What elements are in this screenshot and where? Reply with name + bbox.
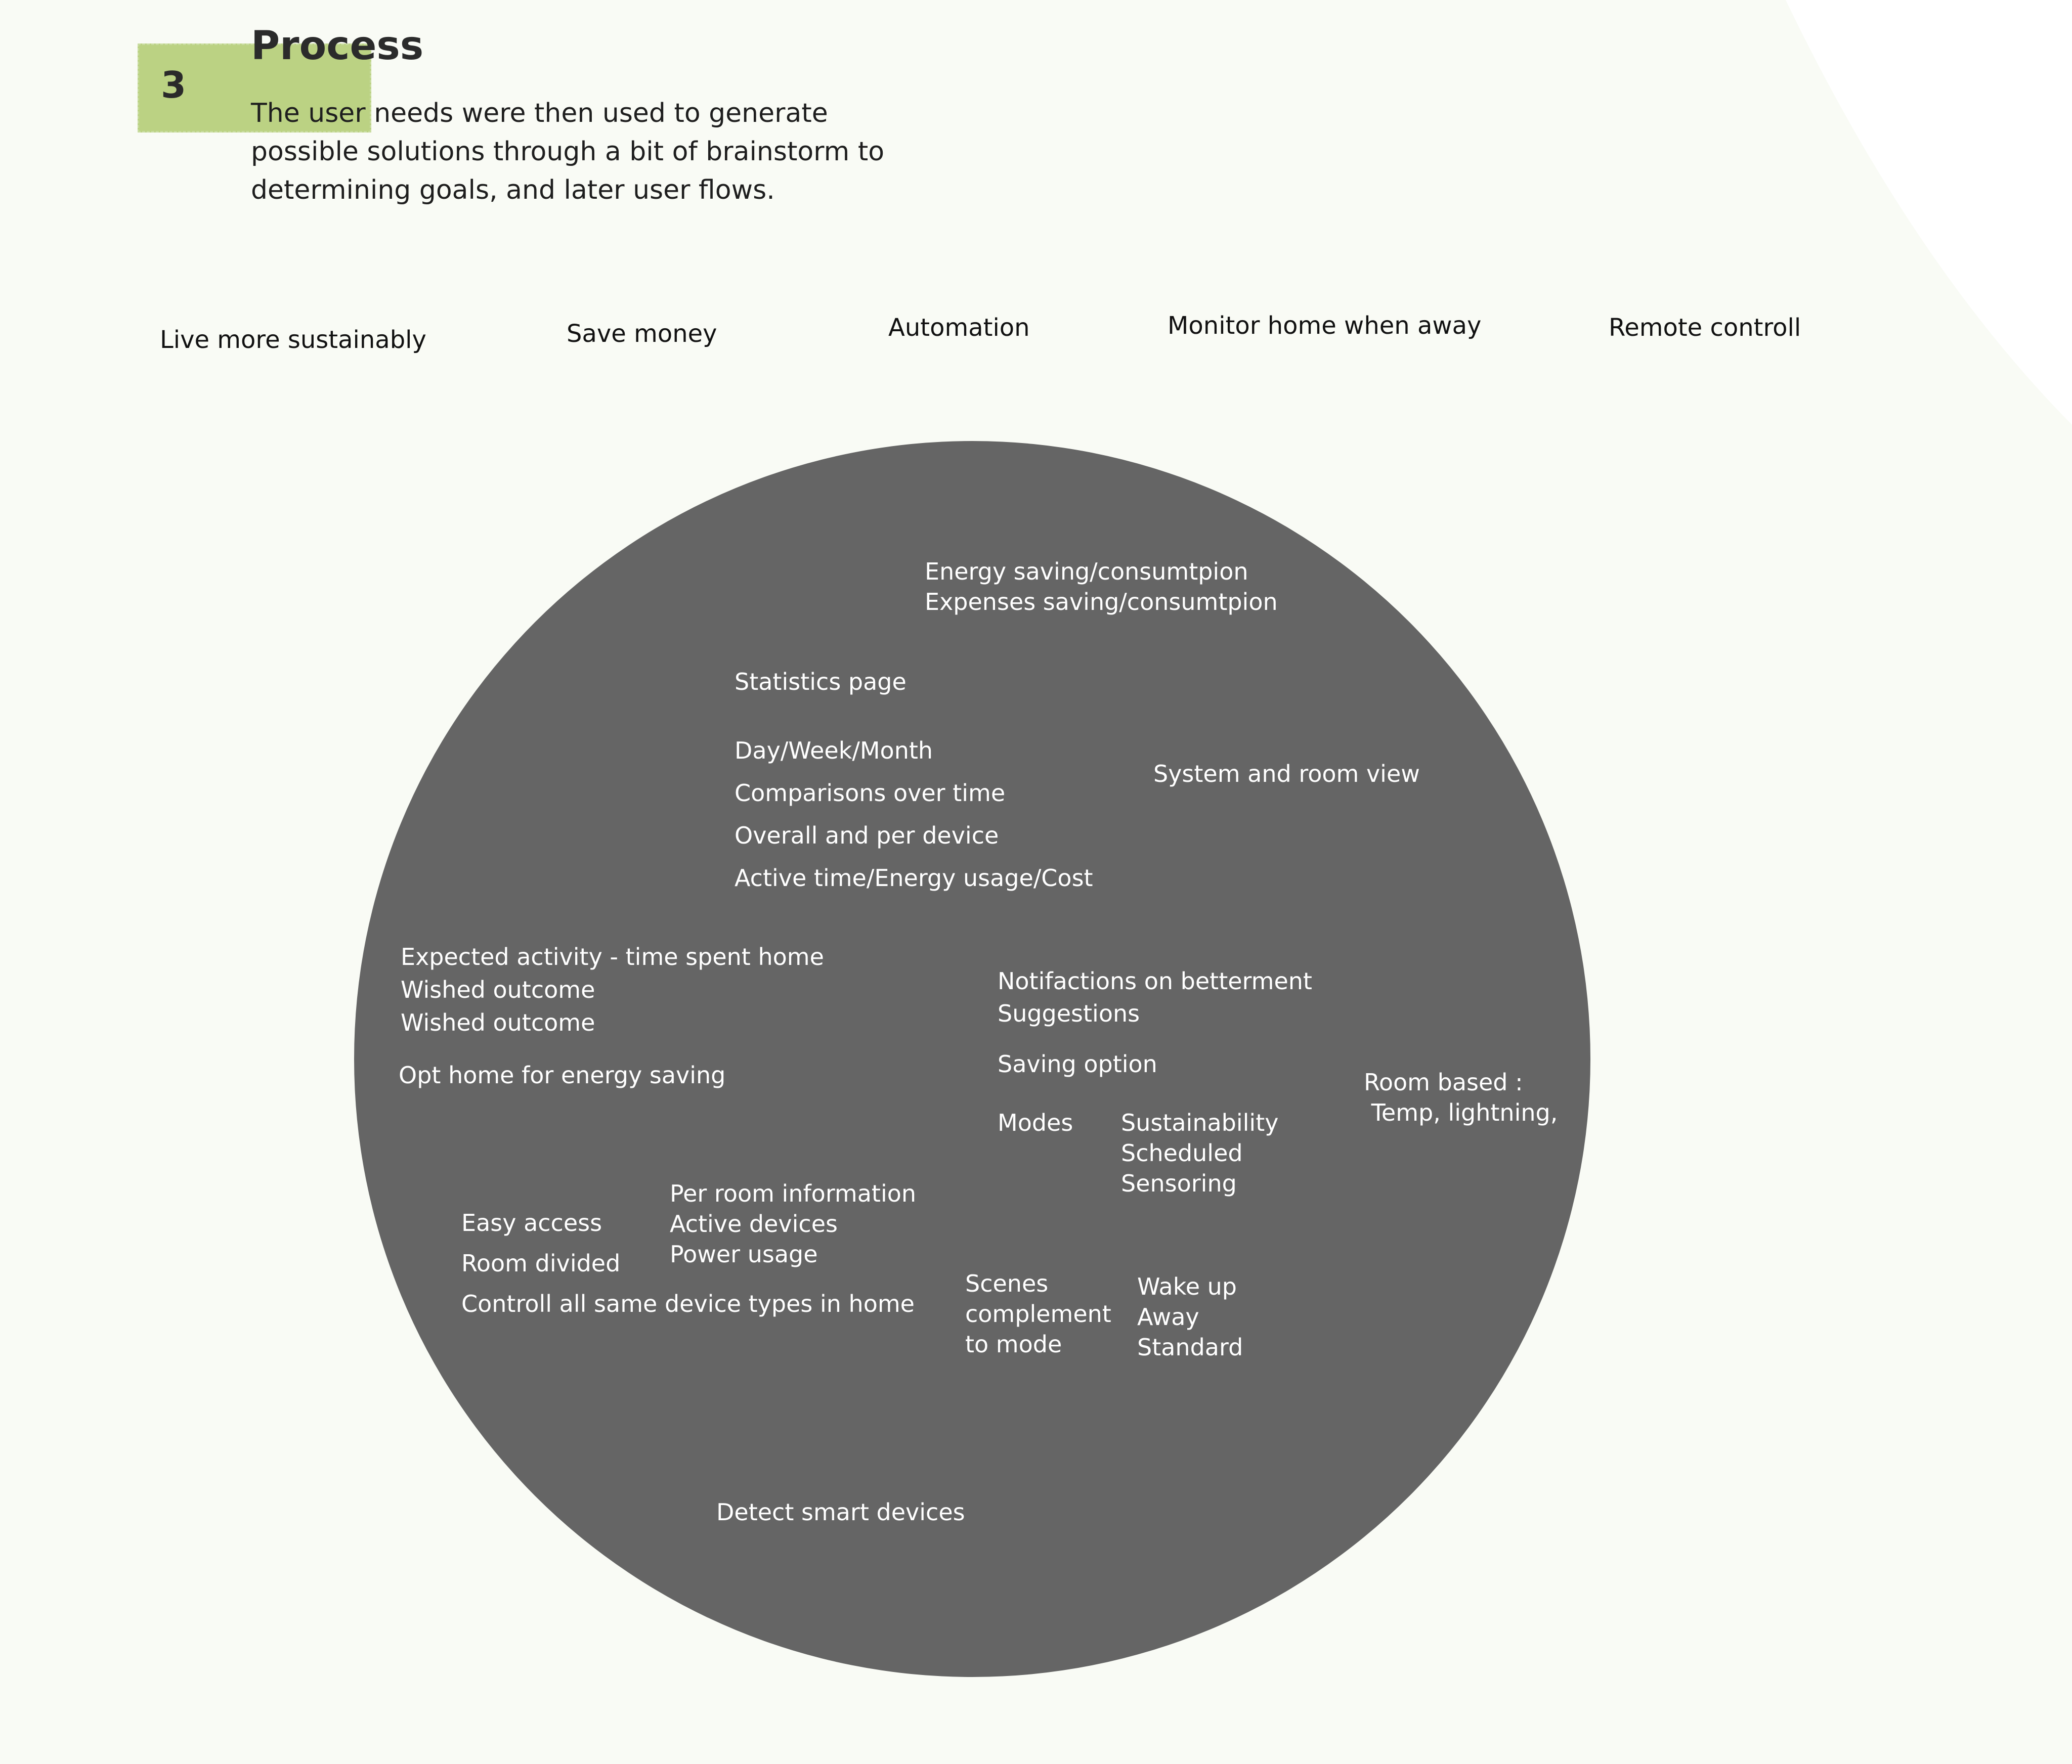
notifications-note: Notifactions on betterment Suggestions xyxy=(998,965,1312,1030)
system-room-view-note: System and room view xyxy=(1153,760,1420,787)
room-based-note: Room based : Temp, lightning, xyxy=(1364,1067,1558,1128)
note-line: Sensoring xyxy=(1121,1170,1237,1197)
note-line: Away xyxy=(1137,1303,1199,1331)
note-line: Standard xyxy=(1137,1334,1243,1361)
note-line: Power usage xyxy=(670,1241,818,1268)
note-line: Expenses saving/consumtpion xyxy=(925,588,1278,615)
statistics-items: Day/Week/Month Comparisons over time Ove… xyxy=(735,729,1093,899)
note-line: complement xyxy=(965,1300,1111,1328)
goal-live-sustainably: Live more sustainably xyxy=(160,326,426,354)
access-note: Easy access Room divided Controll all sa… xyxy=(461,1203,915,1324)
note-line: Sustainability xyxy=(1121,1109,1279,1136)
note-line: Wake up xyxy=(1137,1273,1237,1300)
note-line: Active devices xyxy=(670,1210,838,1238)
process-description: The user needs were then used to generat… xyxy=(251,94,959,209)
note-line: Suggestions xyxy=(998,1000,1140,1027)
note-line: Room based : xyxy=(1364,1069,1523,1096)
note-line: Notifactions on betterment xyxy=(998,967,1312,995)
page-title: Process xyxy=(251,23,424,69)
note-line: Scenes xyxy=(965,1270,1049,1297)
description-line: The user needs were then used to generat… xyxy=(251,98,828,128)
modes-label: Modes xyxy=(998,1109,1073,1136)
note-line: Overall and per device xyxy=(735,822,999,849)
per-room-note: Per room information Active devices Powe… xyxy=(670,1178,916,1269)
modes-list: Sustainability Scheduled Sensoring xyxy=(1121,1108,1278,1199)
note-line: Temp, lightning, xyxy=(1364,1099,1558,1126)
goal-save-money: Save money xyxy=(567,320,717,348)
scenes-note: Scenes complement to mode xyxy=(965,1268,1111,1359)
goal-remote-control: Remote controll xyxy=(1609,314,1801,342)
note-line: Easy access xyxy=(461,1209,602,1237)
detect-devices-note: Detect smart devices xyxy=(716,1498,965,1526)
note-line: Expected activity - time spent home xyxy=(401,943,824,971)
note-line: Comparisons over time xyxy=(735,779,1006,807)
note-line: Day/Week/Month xyxy=(735,737,933,764)
saving-option-note: Saving option xyxy=(998,1050,1157,1078)
note-line: Room divided xyxy=(461,1250,621,1277)
step-number: 3 xyxy=(161,64,187,106)
energy-saving-note: Energy saving/consumtpion Expenses savin… xyxy=(925,556,1278,617)
statistics-page-title: Statistics page xyxy=(735,668,906,695)
goal-automation: Automation xyxy=(888,314,1030,342)
note-line: Wished outcome xyxy=(401,976,595,1003)
expected-activity-note: Expected activity - time spent home Wish… xyxy=(401,941,824,1039)
note-line: Energy saving/consumtpion xyxy=(925,558,1248,585)
note-line: Scheduled xyxy=(1121,1139,1243,1167)
note-line: Active time/Energy usage/Cost xyxy=(735,864,1093,892)
note-line: Wished outcome xyxy=(401,1009,595,1036)
note-line: Per room information xyxy=(670,1180,917,1207)
note-line: to mode xyxy=(965,1331,1062,1358)
scene-list: Wake up Away Standard xyxy=(1137,1271,1243,1362)
step-badge xyxy=(138,43,371,133)
brainstorm-circle xyxy=(354,441,1590,1677)
note-line: Controll all same device types in home xyxy=(461,1290,915,1317)
description-line: determining goals, and later user flows. xyxy=(251,175,775,205)
description-line: possible solutions through a bit of brai… xyxy=(251,137,885,167)
opt-home-note: Opt home for energy saving xyxy=(399,1062,726,1089)
goal-monitor-home: Monitor home when away xyxy=(1168,312,1482,340)
